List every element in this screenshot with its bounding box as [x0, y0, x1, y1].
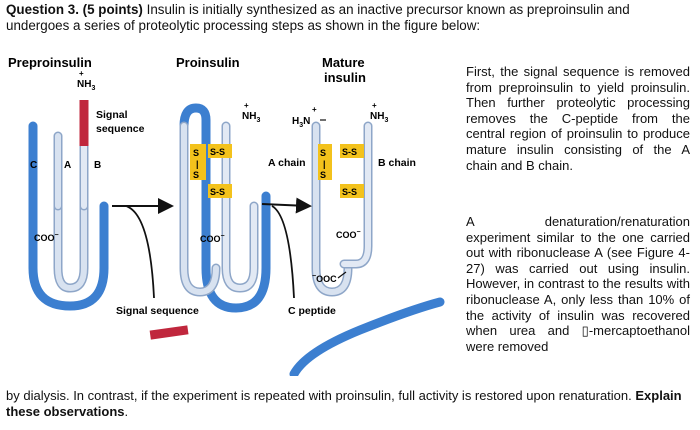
question-header: Question 3. (5 points) Insulin is initia… — [6, 2, 694, 34]
pro-s-top: S — [193, 148, 199, 158]
arrow-to-c-peptide — [271, 205, 295, 299]
continuation-paragraph: by dialysis. In contrast, if the experim… — [6, 388, 694, 419]
prepro-nh3-plus: + — [79, 69, 84, 78]
pro-s-bottom: S — [193, 170, 199, 180]
preproinsulin-title: Preproinsulin — [8, 56, 92, 70]
preproinsulin-molecule — [28, 100, 109, 311]
prepro-signal-label-2: sequence — [96, 123, 145, 135]
c-peptide-fragment — [289, 297, 445, 376]
pro-nh3-plus: + — [244, 101, 249, 110]
pro-nh3: NH3 — [242, 111, 260, 124]
mature-nh3: NH3 — [370, 111, 388, 124]
b-chain-label: B chain — [378, 157, 416, 169]
proinsulin-disulfide-2 — [208, 184, 232, 198]
prepro-signal-label-1: Signal — [96, 109, 128, 121]
preproinsulin-a-chain — [53, 201, 89, 293]
mature-insulin-molecule — [311, 121, 373, 297]
side-paragraph-2: A denaturation/renaturation experiment s… — [466, 214, 690, 354]
mature-h3n: H3N — [292, 116, 310, 129]
prepro-coo: COO− — [34, 232, 59, 243]
question-prompt: Insulin is initially synthesized as an i… — [6, 2, 630, 33]
processing-arrows — [112, 197, 312, 299]
mature-h3n-plus: + — [312, 105, 317, 114]
mature-ooc-bond — [337, 271, 347, 279]
mat-s-bar: | — [323, 159, 326, 169]
arrow-to-signal-sequence — [125, 205, 155, 299]
mature-disulfide-intra — [318, 144, 332, 180]
pro-s-bar: | — [196, 159, 199, 169]
preproinsulin-c-peptide — [28, 121, 109, 311]
side-paragraph-1: First, the signal sequence is removed fr… — [466, 64, 690, 173]
proinsulin-disulfide-1 — [208, 144, 232, 158]
proinsulin-molecule — [179, 103, 271, 313]
mature-disulfide-1 — [340, 144, 364, 158]
signal-sequence-fragment-label: Signal sequence — [116, 305, 199, 317]
continuation-text: by dialysis. In contrast, if the experim… — [6, 388, 636, 403]
pro-ss-1: S-S — [210, 147, 225, 157]
pro-coo: COO− — [200, 233, 225, 244]
final-period: . — [124, 403, 129, 419]
mature-insulin-title-1: Mature — [322, 56, 365, 70]
mat-s-top: S — [320, 148, 326, 158]
mature-nh3-plus: + — [372, 101, 377, 110]
pro-ss-2: S-S — [210, 187, 225, 197]
mature-ooc: −OOC — [312, 273, 337, 284]
prepro-nh3: NH3 — [77, 79, 95, 92]
mature-disulfide-2 — [340, 184, 364, 198]
proinsulin-c-peptide — [179, 103, 271, 313]
mature-coo: COO− — [336, 229, 361, 240]
prepro-label-c: C — [30, 160, 37, 171]
proinsulin-disulfide-intra — [190, 144, 206, 180]
c-peptide-fragment-label: C peptide — [288, 305, 336, 317]
arrow-to-mature — [261, 197, 312, 214]
mat-s-bottom: S — [320, 170, 326, 180]
prepro-label-a: A — [64, 160, 71, 171]
insulin-processing-figure: Preproinsulin Proinsulin Mature insulin … — [8, 56, 445, 376]
signal-sequence-fragment — [149, 325, 189, 340]
mature-insulin-title-2: insulin — [324, 70, 366, 85]
mat-ss-1: S-S — [342, 147, 357, 157]
question-number: Question 3. (5 points) — [6, 2, 143, 17]
proinsulin-title: Proinsulin — [176, 56, 240, 70]
mat-ss-2: S-S — [342, 187, 357, 197]
explain-prompt: Explain these observations — [6, 388, 682, 419]
prepro-label-b: B — [94, 160, 101, 171]
a-chain-label: A chain — [268, 157, 306, 169]
